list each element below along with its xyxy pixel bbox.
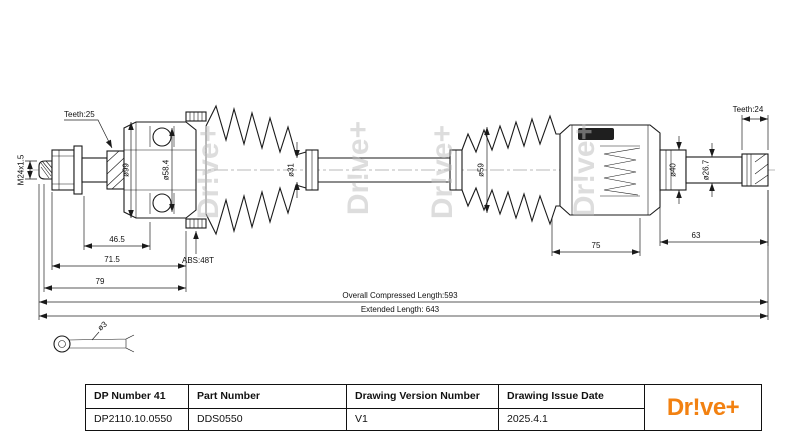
axle-shaft	[318, 157, 450, 183]
watermarks: Dr!ve+ Dr!ve+ Dr!ve+ Dr!ve+	[192, 121, 601, 219]
tb-value-issue-date: 2025.4.1	[498, 407, 644, 430]
dim-label-46-5: 46.5	[109, 235, 125, 244]
watermark-text: Dr!ve+	[568, 123, 601, 217]
tb-value-drawing-version: V1	[346, 407, 498, 430]
dim-label-teeth-left: Teeth:25	[64, 110, 95, 119]
brand-logo: Dr!ve+	[644, 385, 761, 430]
spring	[600, 145, 641, 197]
dim-label-pin-dia: ø3	[96, 319, 109, 332]
dim-label-dia-31: ø31	[287, 163, 296, 177]
outer-joint-housing	[123, 111, 207, 229]
tb-value-dp-number: DP2110.10.0550	[86, 407, 188, 431]
dim-label-extended-length: Extended Length: 643	[361, 305, 440, 314]
tb-header-dp-number: DP Number 41	[94, 390, 166, 403]
inner-boot	[449, 114, 560, 226]
cotter-pin-detail: ø3	[53, 319, 135, 353]
dim-label-dia-26: ø26.7	[702, 159, 711, 180]
dim-label-79: 79	[96, 277, 105, 286]
dim-label-dia-40: ø40	[669, 163, 678, 177]
title-block: DP Number 41 Part Number Drawing Version…	[85, 384, 762, 431]
right-stub-shaft	[659, 149, 769, 191]
dim-label-dia-59: ø59	[477, 163, 486, 177]
watermark-text: Dr!ve+	[426, 125, 459, 219]
dim-label-teeth-right: Teeth:24	[733, 105, 764, 114]
tb-header-issue-date: Drawing Issue Date	[498, 385, 644, 408]
dimensions: Teeth:25 M24x1.5 ø99 ø58.4 ø31 ø59 ø40	[17, 105, 769, 320]
dim-label-71-5: 71.5	[104, 255, 120, 264]
dim-label-abs: ABS:48T	[182, 256, 214, 265]
dim-label-dia-99: ø99	[122, 163, 131, 177]
abs-tone-ring-top	[185, 111, 207, 122]
inner-joint-housing	[559, 124, 661, 216]
left-stub-shaft	[38, 145, 125, 195]
dim-label-63: 63	[692, 231, 701, 240]
dim-label-75: 75	[592, 241, 601, 250]
tb-value-part-number: DDS0550	[188, 407, 346, 430]
dim-label-dia-58: ø58.4	[162, 159, 171, 180]
tb-header-part-number: Part Number	[188, 385, 346, 408]
dim-label-overall-length: Overall Compressed Length:593	[342, 291, 458, 300]
outer-boot	[205, 104, 319, 236]
dim-label-thread: M24x1.5	[17, 154, 26, 185]
abs-tone-ring-bottom	[185, 218, 207, 229]
watermark-text: Dr!ve+	[342, 121, 375, 215]
retainer-cap	[578, 128, 614, 140]
tb-header-drawing-version: Drawing Version Number	[346, 385, 498, 408]
watermark-text: Dr!ve+	[192, 125, 225, 219]
